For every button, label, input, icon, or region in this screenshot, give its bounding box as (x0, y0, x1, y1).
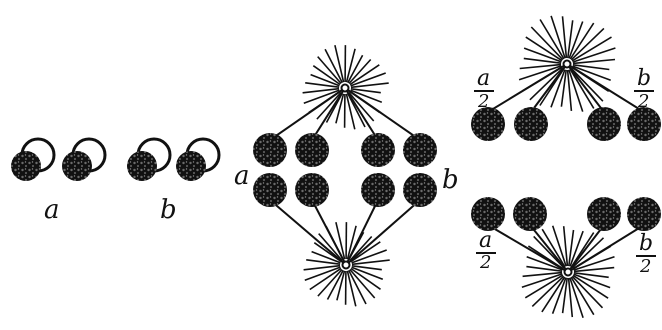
stage-pairs (11, 139, 219, 181)
tetrad-a-chromatid (295, 173, 329, 207)
fraction-denominator: 2 (479, 252, 491, 273)
half-b-chromatid (627, 107, 661, 141)
fraction-denominator: 2 (639, 256, 651, 277)
half-b-chromatid (587, 107, 621, 141)
half-b-chromatid (627, 197, 661, 231)
tetrad-b-chromatid (361, 133, 395, 167)
centrosome-bottom-right (565, 269, 572, 276)
label-pair-a: a (44, 195, 60, 225)
half-a-chromatid (513, 197, 547, 231)
fraction-b-half-top: b 2 (634, 66, 654, 112)
half-a-chromatid (514, 107, 548, 141)
pair-a-body-right (62, 151, 92, 181)
stage-halves-bottom (471, 197, 661, 318)
aster-ray (351, 269, 381, 290)
centrosome-top (342, 85, 349, 92)
half-chromosomes-bottom (471, 197, 661, 231)
tetrad-b (361, 133, 437, 207)
tetrad-b-chromatid (403, 133, 437, 167)
fraction-denominator: 2 (637, 91, 649, 112)
centrosome-top-right (564, 61, 571, 68)
centrosome-bottom (343, 262, 350, 269)
aster-ray (350, 65, 379, 85)
fraction-a-half-bottom: a 2 (476, 228, 496, 273)
aster-ray (310, 268, 341, 289)
fraction-denominator: 2 (477, 91, 489, 112)
half-chromosomes-top (471, 107, 661, 141)
fraction-numerator: a (479, 228, 492, 253)
tetrad-b-chromatid (361, 173, 395, 207)
fraction-b-half-bottom: b 2 (636, 231, 656, 277)
fraction-numerator: b (639, 231, 653, 256)
tetrad-a-chromatid (295, 133, 329, 167)
half-a-chromatid (471, 107, 505, 141)
fraction-a-half-top: a 2 (474, 66, 494, 112)
tetrad-a-chromatid (253, 133, 287, 167)
label-tetrad-b: b (442, 165, 459, 195)
pair-b-group (127, 139, 219, 181)
stage-halves-top (471, 16, 661, 141)
label-tetrad-a: a (234, 161, 250, 191)
fraction-numerator: a (477, 66, 490, 91)
half-b-chromatid (587, 197, 621, 231)
tetrad-a-chromatid (253, 173, 287, 207)
pair-b-body-right (176, 151, 206, 181)
pair-b-body-left (127, 151, 157, 181)
tetrad-a (253, 133, 329, 207)
half-a-chromatid (471, 197, 505, 231)
pair-a-body-left (11, 151, 41, 181)
tetrad-b-chromatid (403, 173, 437, 207)
stage-tetrads (253, 45, 437, 306)
pair-a-group (11, 139, 105, 181)
fraction-numerator: b (637, 66, 651, 91)
label-pair-b: b (160, 195, 177, 225)
